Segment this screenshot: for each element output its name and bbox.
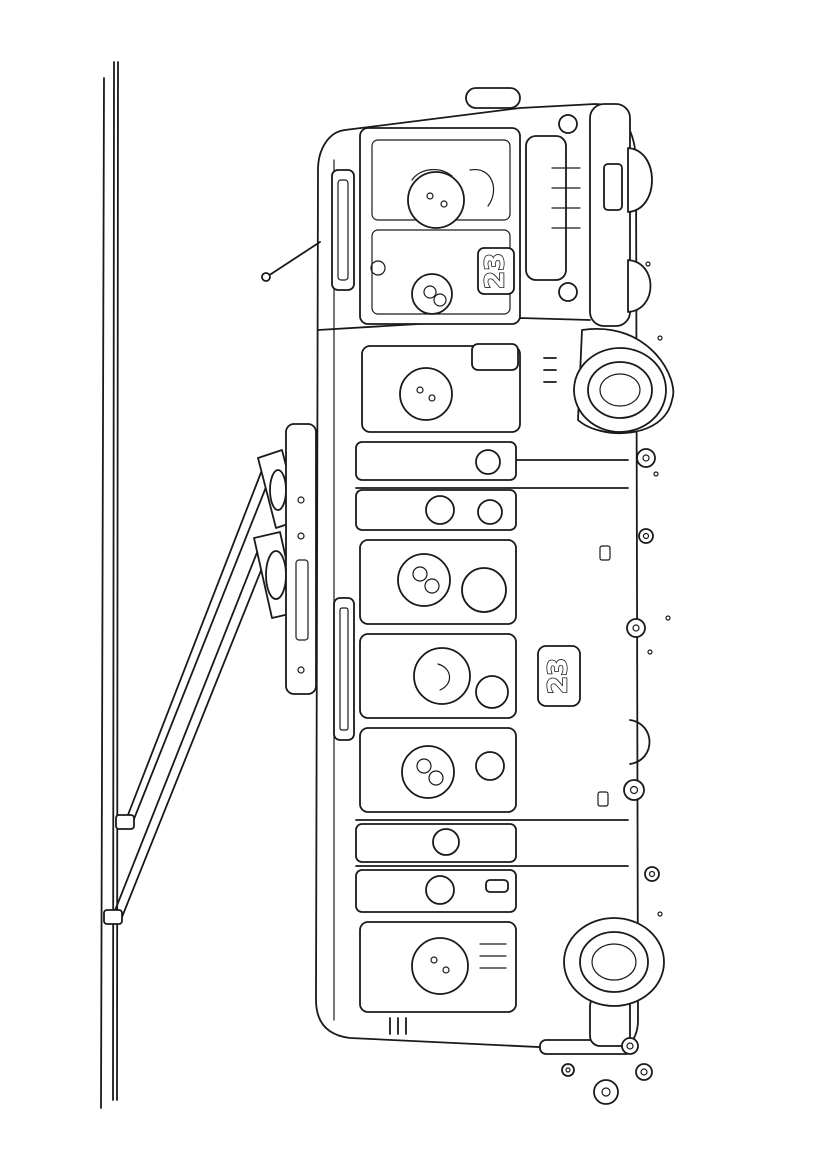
antenna-icon — [262, 242, 320, 281]
passenger-icon — [371, 170, 518, 994]
bus-number-front: 23 — [481, 253, 511, 289]
rear-wheel — [564, 918, 664, 1006]
trolley-pole-icon — [104, 450, 300, 924]
bus-number-side: 23 — [544, 658, 574, 694]
wheel-icon — [564, 329, 673, 1006]
flower-icon — [562, 262, 670, 1104]
front-wheel — [574, 329, 673, 433]
roof-pole-base — [286, 424, 316, 694]
overhead-wire-icon — [101, 62, 118, 1108]
middle-wheel-hint — [630, 720, 650, 764]
